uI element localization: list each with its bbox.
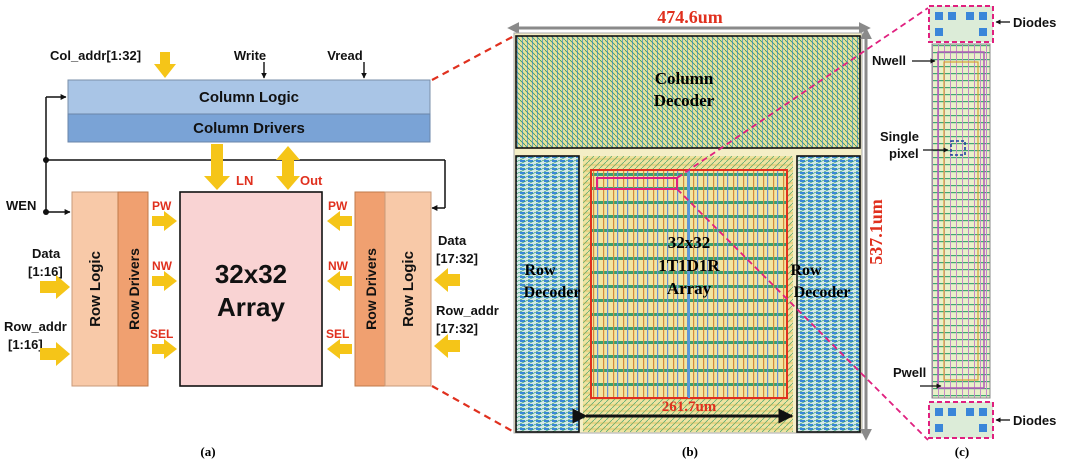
diodes-bottom-region — [928, 401, 994, 439]
wen-junction-2 — [43, 209, 49, 215]
row-decoder-left-label-1: Row — [524, 262, 556, 279]
row-decoder-right-label-1: Row — [790, 262, 822, 279]
row-addr-right-label-1: Row_addr — [436, 303, 499, 318]
single-pixel-box — [950, 140, 966, 156]
nw-left-label: NW — [152, 259, 173, 273]
caption-a: (a) — [200, 444, 215, 459]
array-label-3: Array — [667, 279, 712, 298]
out-label: Out — [300, 173, 323, 188]
diode-bottom-6 — [979, 424, 987, 432]
row-logic-right-block — [384, 191, 432, 387]
sel-right-arrow — [327, 339, 352, 359]
diode-bottom-5 — [935, 424, 943, 432]
width-dimension-label: 474.6um — [657, 7, 723, 27]
sel-left-label: SEL — [150, 327, 173, 341]
data-left-label-1: Data — [32, 246, 61, 261]
column-logic-block — [67, 79, 431, 115]
data-right-label-2: [17:32] — [436, 251, 478, 266]
data-right-label-1: Data — [438, 233, 467, 248]
column-drivers-block — [67, 113, 431, 143]
array-block — [179, 191, 323, 387]
selected-pixel-strip — [596, 177, 678, 190]
wen-junction-1 — [43, 157, 49, 163]
zoom-line-bottom — [431, 385, 515, 433]
row-decoder-right-region — [796, 155, 861, 433]
sel-right-label: SEL — [326, 327, 349, 341]
data-left-arrow — [40, 275, 70, 299]
diodes-top-label: Diodes — [1013, 15, 1056, 30]
row-addr-left-label-2: [1:16] — [8, 337, 43, 352]
diodes-bottom-label: Diodes — [1013, 413, 1056, 428]
nw-left-arrow — [152, 271, 177, 291]
diode-bottom-4 — [979, 408, 987, 416]
diode-top-4 — [979, 12, 987, 20]
panel-c: Diodes Nwell Single pixel Pwell Diodes (… — [872, 5, 1056, 459]
single-pixel-label-1: Single — [880, 129, 919, 144]
ln-arrow — [204, 144, 230, 190]
sel-left-arrow — [152, 339, 177, 359]
row-addr-left-arrow — [40, 342, 70, 366]
diode-top-1 — [935, 12, 943, 20]
diode-bottom-3 — [966, 408, 974, 416]
row-drivers-right-label: Row Drivers — [363, 248, 379, 330]
height-dimension-label: 537.1um — [866, 199, 886, 265]
column-decoder-label-1: Column — [655, 69, 714, 88]
col-addr-arrow — [154, 52, 176, 78]
nwell-label: Nwell — [872, 53, 906, 68]
column-drivers-label: Column Drivers — [193, 120, 305, 137]
row-logic-right-label: Row Logic — [400, 251, 417, 327]
nwell-region — [937, 51, 985, 389]
vread-label: Vread — [327, 48, 362, 63]
panel-a: Column Logic Column Drivers Col_addr[1:3… — [4, 48, 499, 459]
row-drivers-right-block — [354, 191, 386, 387]
wen-label: WEN — [6, 198, 36, 213]
data-right-arrow — [434, 268, 460, 292]
pixel-zoom-line-bottom — [676, 188, 929, 441]
pw-right-label: PW — [328, 199, 348, 213]
array-label-2: 1T1D1R — [658, 256, 720, 275]
write-label: Write — [234, 48, 266, 63]
pwell-region — [943, 61, 979, 381]
diodes-top-region — [928, 5, 994, 43]
nw-right-arrow — [327, 271, 352, 291]
pixel-zoom-line-top — [676, 7, 929, 179]
diode-bottom-2 — [948, 408, 956, 416]
ln-label: LN — [236, 173, 253, 188]
diode-top-3 — [966, 12, 974, 20]
pixel-strip — [931, 43, 991, 399]
array-width-dimension-label: 261.7um — [662, 399, 717, 415]
row-decoder-left-region — [515, 155, 580, 433]
row-decoder-left-label-2: Decoder — [524, 284, 581, 301]
caption-c: (c) — [955, 444, 969, 459]
row-decoder-right-label-2: Decoder — [794, 284, 851, 301]
out-arrow — [276, 146, 300, 190]
single-pixel-label-2: pixel — [889, 146, 919, 161]
diode-top-2 — [948, 12, 956, 20]
row-drivers-left-label: Row Drivers — [126, 248, 142, 330]
array-label-1: 32x32 — [668, 233, 711, 252]
array-label-line2: Array — [217, 292, 285, 322]
diode-top-6 — [979, 28, 987, 36]
column-logic-label: Column Logic — [199, 89, 299, 106]
diode-bottom-1 — [935, 408, 943, 416]
pw-left-label: PW — [152, 199, 172, 213]
pw-right-arrow — [327, 211, 352, 231]
row-addr-right-label-2: [17:32] — [436, 321, 478, 336]
row-logic-left-label: Row Logic — [87, 251, 104, 327]
row-drivers-left-block — [117, 191, 149, 387]
array-label-line1: 32x32 — [215, 259, 287, 289]
caption-b: (b) — [682, 444, 698, 459]
zoom-line-top — [431, 35, 515, 81]
diode-top-5 — [935, 28, 943, 36]
data-left-label-2: [1:16] — [28, 264, 63, 279]
row-addr-left-label-1: Row_addr — [4, 319, 67, 334]
row-addr-right-arrow — [434, 334, 460, 358]
nw-right-label: NW — [328, 259, 349, 273]
pwell-label: Pwell — [893, 365, 926, 380]
pw-left-arrow — [152, 211, 177, 231]
column-decoder-label-2: Decoder — [654, 91, 715, 110]
col-addr-label: Col_addr[1:32] — [50, 48, 141, 63]
